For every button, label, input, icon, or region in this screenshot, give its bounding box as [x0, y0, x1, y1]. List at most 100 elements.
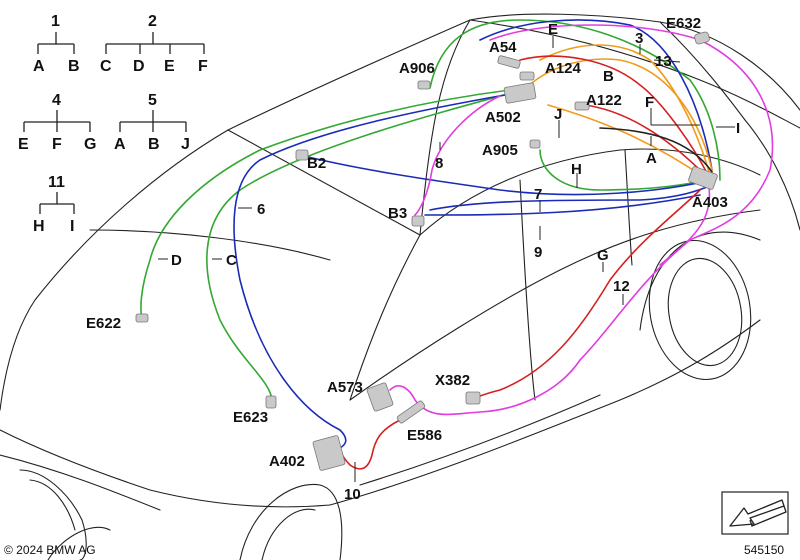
components	[135, 31, 718, 471]
label-e586: E586	[407, 427, 442, 444]
harness-red-3	[471, 189, 701, 401]
tree-2-child-d: D	[133, 58, 145, 75]
label-g: G	[597, 247, 609, 264]
label-3: 3	[635, 30, 643, 47]
label-a906: A906	[399, 60, 435, 77]
tree-2-child-c: C	[100, 58, 112, 75]
label-a402: A402	[269, 453, 305, 470]
tree-4-root: 4	[52, 92, 61, 109]
tree-11-child-h: H	[33, 218, 45, 235]
tree-4-child-g: G	[84, 136, 96, 153]
tree-1-child-b: B	[68, 58, 80, 75]
leader-lines	[158, 36, 735, 482]
tree-2: 2 C D E F	[100, 13, 208, 75]
label-a122: A122	[586, 92, 622, 109]
label-a403: A403	[692, 194, 728, 211]
label-e622: E622	[86, 315, 121, 332]
harness-green-1	[140, 89, 511, 319]
component-e623	[265, 395, 277, 409]
label-j: J	[554, 106, 562, 123]
component-a402	[312, 435, 346, 471]
label-h: H	[571, 161, 582, 178]
tree-2-child-f: F	[198, 58, 208, 75]
harness-blue-3	[479, 19, 713, 171]
label-a124: A124	[545, 60, 582, 77]
label-10: 10	[344, 486, 361, 503]
component-a502	[503, 82, 537, 104]
label-6: 6	[257, 201, 265, 218]
label-c: C	[226, 252, 237, 269]
label-7: 7	[534, 186, 542, 203]
component-x382	[465, 391, 481, 405]
component-a122	[574, 101, 590, 111]
harness-green-3	[429, 19, 721, 181]
tree-5-child-b: B	[148, 136, 160, 153]
component-b2	[295, 149, 309, 161]
label-f-right: F	[645, 94, 654, 111]
tree-2-child-e: E	[164, 58, 175, 75]
label-e623: E623	[233, 409, 268, 426]
harness-orange-3	[547, 104, 706, 179]
harness-blue-2	[299, 154, 713, 196]
harness-blue-4	[429, 184, 713, 211]
tree-11-child-i: I	[70, 218, 74, 235]
harness-magenta-2	[389, 24, 774, 416]
label-a573: A573	[327, 379, 363, 396]
harness-blue-5	[424, 194, 701, 216]
tree-2-root: 2	[148, 13, 157, 30]
tree-1: 1 A B	[33, 13, 80, 75]
label-8: 8	[435, 155, 443, 172]
tree-4: 4 E F G	[18, 92, 96, 153]
component-a906	[417, 80, 431, 90]
tree-11: 11 H I	[33, 174, 75, 235]
label-9: 9	[534, 244, 542, 261]
harness-blue-1	[233, 94, 506, 449]
arrow-view-icon	[721, 491, 789, 535]
callout-labels: E632 A54 E 3 13 A906 A124 B A122 F I A50…	[86, 15, 740, 503]
label-13: 13	[655, 53, 672, 70]
harness-red-4	[339, 419, 401, 470]
label-x382: X382	[435, 372, 470, 389]
legend-trees: 1 A B 2 C D E F 4 E F G 5 A B J	[18, 13, 208, 235]
diagram-number: 545150	[744, 543, 784, 557]
copyright-text: © 2024 BMW AG	[4, 543, 96, 557]
label-a54: A54	[489, 39, 517, 56]
tree-11-root: 11	[48, 174, 65, 191]
tree-5-child-a: A	[114, 136, 126, 153]
car-outline	[0, 13, 800, 560]
harness-red-2	[519, 55, 709, 176]
label-a905: A905	[482, 142, 518, 159]
label-12: 12	[613, 278, 630, 295]
component-a573	[366, 382, 394, 412]
component-a54	[497, 55, 521, 69]
component-a905	[529, 139, 541, 149]
harness-red-1	[584, 104, 706, 176]
harness-black-1	[599, 127, 713, 173]
component-b3	[411, 215, 425, 227]
harness-orange-1	[519, 58, 713, 171]
harness-magenta-1	[414, 95, 501, 216]
tree-1-root: 1	[51, 13, 60, 30]
tree-4-child-f: F	[52, 136, 62, 153]
label-b3: B3	[388, 205, 407, 222]
tree-5-root: 5	[148, 92, 157, 109]
component-a403	[688, 166, 718, 190]
harness-orange-2	[539, 44, 711, 176]
tree-5-child-j: J	[181, 136, 190, 153]
label-a502: A502	[485, 109, 521, 126]
component-e622	[135, 313, 149, 323]
label-i-right: I	[736, 120, 740, 137]
component-a124	[519, 71, 535, 81]
label-e632: E632	[666, 15, 701, 32]
label-a-right: A	[646, 150, 657, 167]
label-b2: B2	[307, 155, 326, 172]
tree-5: 5 A B J	[114, 92, 190, 153]
harness-green-2	[206, 91, 516, 401]
component-e632	[694, 31, 710, 45]
tree-1-child-a: A	[33, 58, 45, 75]
label-d: D	[171, 252, 182, 269]
tree-4-child-e: E	[18, 136, 29, 153]
label-e-top: E	[548, 21, 558, 38]
